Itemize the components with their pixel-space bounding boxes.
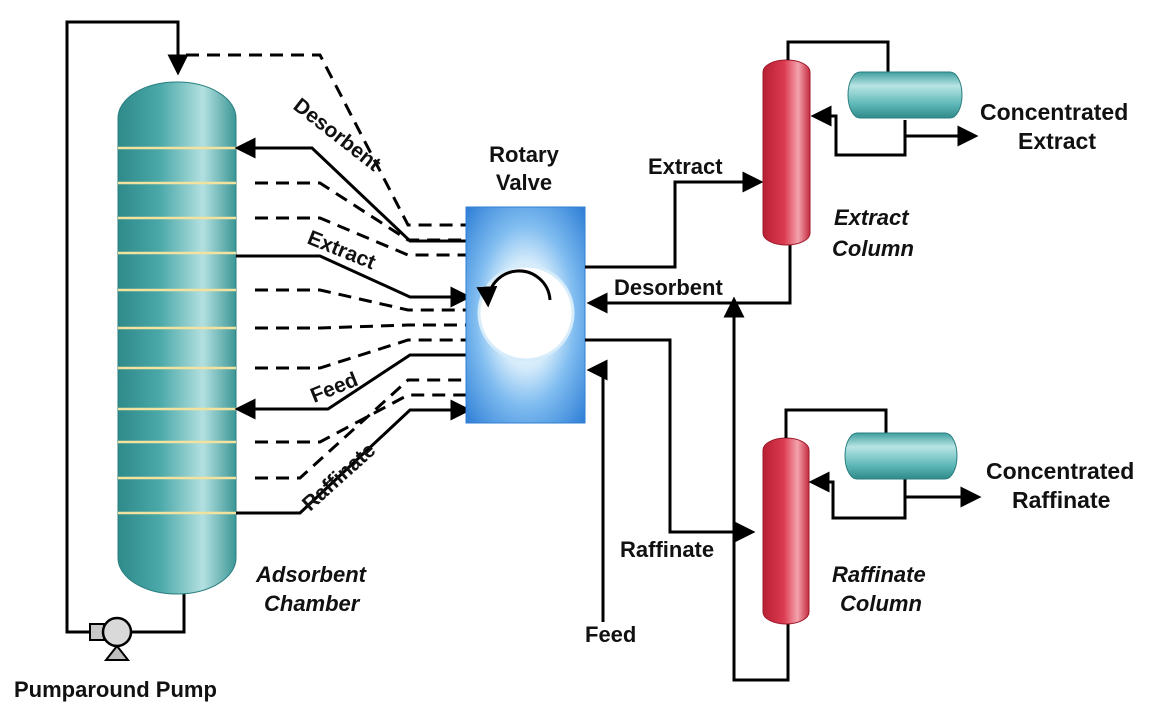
feed-in-label: Feed xyxy=(307,368,361,408)
extract-reflux-drum xyxy=(847,71,963,119)
desorbent-return-label: Desorbent xyxy=(614,275,723,300)
adsorbent-chamber xyxy=(117,81,237,595)
rotary-valve-label-line1: Rotary xyxy=(489,142,559,167)
adsorbent-chamber-label-line2: Chamber xyxy=(264,591,361,616)
concentrated-extract-label-line2: Extract xyxy=(1018,128,1096,154)
active-bed-lines xyxy=(234,137,472,515)
raffinate-column xyxy=(762,408,982,625)
desorbent-in-label: Desorbent xyxy=(289,94,385,176)
extract-to-column-label: Extract xyxy=(648,154,723,179)
inactive-bed-lines xyxy=(186,53,466,480)
adsorbent-chamber-label-line1: Adsorbent xyxy=(255,562,368,587)
centrifugal-pump-icon xyxy=(89,616,133,661)
extract-column-label-line2: Column xyxy=(832,236,914,261)
concentrated-raffinate-label-line2: Raffinate xyxy=(1012,487,1110,513)
raffinate-reflux-drum xyxy=(844,432,958,480)
raffinate-column-label-line2: Column xyxy=(840,591,922,616)
rotary-valve[interactable] xyxy=(465,206,586,424)
pumparound-loop xyxy=(65,20,189,634)
pumparound-pump-label: Pumparound Pump xyxy=(14,677,217,702)
feed-source-label: Feed xyxy=(585,622,636,647)
raffinate-out-label: Raffinate xyxy=(298,438,380,515)
rotation-arrow-icon xyxy=(476,269,552,308)
chamber-bed-bands xyxy=(118,146,236,515)
valve-outlet-lines xyxy=(585,171,792,682)
concentrated-extract-label-line1: Concentrated xyxy=(980,99,1128,125)
rotary-valve-label-line2: Valve xyxy=(496,170,552,195)
extract-column-label-line1: Extract xyxy=(834,205,910,230)
concentrated-raffinate-label-line1: Concentrated xyxy=(986,458,1134,484)
raffinate-to-column-label: Raffinate xyxy=(620,537,714,562)
extract-column xyxy=(762,40,979,246)
raffinate-column-label-line1: Raffinate xyxy=(832,562,926,587)
